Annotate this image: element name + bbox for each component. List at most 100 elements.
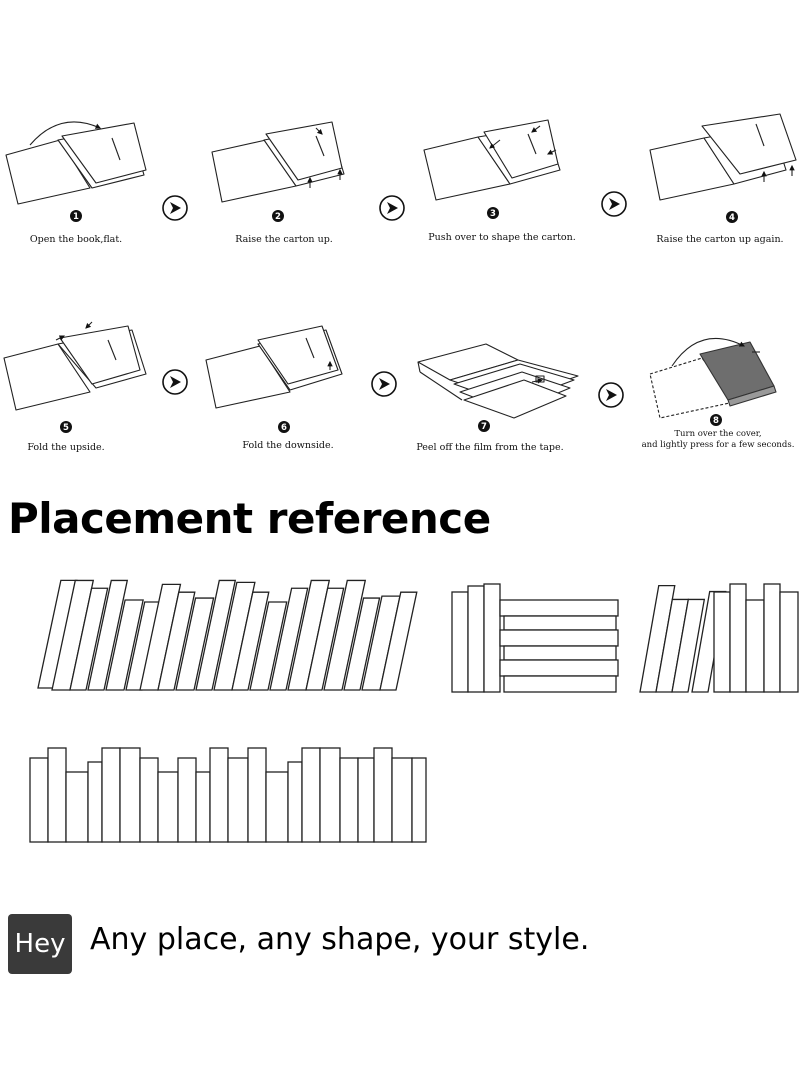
book-spine (231, 591, 270, 691)
svg-text:8: 8 (713, 416, 719, 426)
step-number-1: 1 (70, 210, 82, 222)
book-spine (29, 757, 49, 843)
book-spine (343, 597, 381, 691)
book-spine (639, 584, 676, 693)
next-arrow-icon (162, 369, 188, 395)
step-7-illustration (417, 343, 579, 419)
book-spine (249, 601, 288, 691)
next-arrow-icon (598, 382, 624, 408)
book-spine (287, 761, 303, 843)
step-number-2: 2 (272, 210, 284, 222)
book-spine (227, 757, 249, 843)
next-arrow-icon (379, 195, 405, 221)
book-spine (177, 757, 197, 843)
book-spine (119, 747, 141, 843)
next-arrow-icon (162, 195, 188, 221)
book-spine (483, 583, 501, 693)
svg-text:6: 6 (281, 423, 287, 433)
step-6-label: Fold the downside. (242, 440, 334, 451)
book-spine (209, 747, 229, 843)
book-spine (47, 747, 67, 843)
step-8-label-line2: and lightly press for a few seconds. (641, 440, 795, 450)
svg-text:2: 2 (275, 212, 281, 222)
book-spine (195, 579, 237, 691)
next-arrow-icon (601, 191, 627, 217)
book-spine (51, 579, 95, 691)
step-number-group: 1 2 3 4 5 6 7 8 (60, 207, 738, 433)
book-spine (503, 615, 617, 631)
svg-text:3: 3 (490, 209, 496, 219)
step-7-label: Peel off the film from the tape. (416, 442, 564, 453)
book-spine (411, 757, 427, 843)
step-number-3: 3 (487, 207, 499, 219)
book-spine (269, 587, 309, 691)
book-spine (157, 771, 179, 843)
step-number-5: 5 (60, 421, 72, 433)
step-number-7: 7 (478, 420, 490, 432)
book-spine (373, 747, 393, 843)
step-6-illustration (205, 325, 343, 409)
book-spine (157, 591, 196, 691)
book-spine (671, 598, 706, 693)
tagline: Any place, any shape, your style. (90, 922, 590, 957)
book-spine (139, 583, 182, 691)
step-8-label: Turn over the cover, and lightly press f… (642, 429, 795, 451)
book-spine (305, 587, 345, 691)
book-spine (379, 591, 418, 691)
step-5-illustration (3, 321, 147, 411)
book-spine (323, 579, 367, 691)
book-spine (391, 757, 413, 843)
book-spine (195, 771, 211, 843)
arrangement-upright-books (29, 747, 427, 843)
book-spine (87, 579, 129, 691)
step-2-illustration (211, 121, 345, 203)
next-arrow-icon (371, 371, 397, 397)
next-arrow-group (162, 191, 627, 408)
book-spine (175, 597, 215, 691)
book-spine (499, 659, 619, 677)
book-spine (729, 583, 747, 693)
book-spine (339, 757, 359, 843)
step-5-label: Fold the upside. (27, 442, 105, 453)
book-spine (287, 579, 331, 691)
step-3-illustration (423, 119, 561, 201)
book-spine (301, 747, 321, 843)
step-8-illustration (649, 338, 777, 419)
section-heading: Placement reference (8, 494, 491, 543)
step-number-4: 4 (726, 211, 738, 223)
book-spine (105, 599, 144, 691)
step-1-illustration (5, 121, 147, 205)
book-spine (319, 747, 341, 843)
book-spine (139, 757, 159, 843)
step-4-label: Raise the carton up again. (656, 234, 784, 245)
step-1-label: Open the book,flat. (29, 234, 123, 245)
book-spine (503, 675, 617, 693)
book-spine (69, 587, 109, 691)
step-number-6: 6 (278, 421, 290, 433)
book-spine (357, 757, 375, 843)
book-spine (499, 599, 619, 617)
book-spine (265, 771, 289, 843)
book-spine (451, 591, 469, 693)
step-number-8: 8 (710, 414, 722, 426)
book-spine (503, 645, 617, 661)
svg-text:7: 7 (481, 422, 487, 432)
book-spine (779, 591, 799, 693)
arrangement-leaning-books (37, 579, 418, 691)
book-spine (763, 583, 781, 693)
svg-text:4: 4 (729, 213, 735, 223)
arrangement-stacked-books (451, 583, 799, 693)
svg-text:5: 5 (63, 423, 69, 433)
book-spine (247, 747, 267, 843)
step-2-label: Raise the carton up. (235, 234, 333, 245)
hey-badge: Hey (8, 914, 72, 974)
book-spine (713, 591, 731, 693)
book-spine (213, 581, 256, 691)
book-spine (745, 599, 765, 693)
step-8-label-line1: Turn over the cover, (674, 429, 762, 439)
book-spine (467, 585, 485, 693)
book-spine (87, 761, 103, 843)
step-4-illustration (649, 113, 797, 201)
step-3-label: Push over to shape the carton. (428, 232, 576, 243)
